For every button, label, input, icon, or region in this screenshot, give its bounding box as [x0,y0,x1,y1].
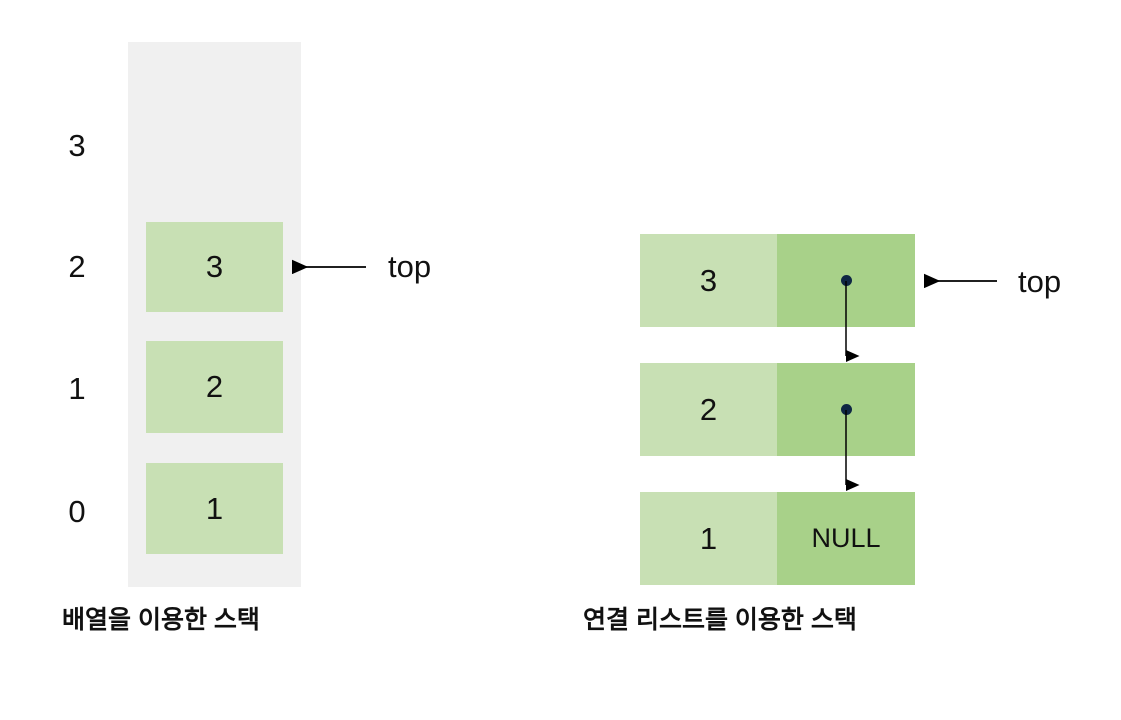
array-stack-caption: 배열을 이용한 스택 [62,606,260,634]
array-index-label-1: 1 [68,371,86,406]
array-cell-index-1: 2 [146,341,283,433]
node-next-field [777,234,915,327]
array-cell-index-2: 3 [146,222,283,312]
array-top-pointer-label: top [388,249,432,284]
linked-list-node-1: 3 [640,234,915,327]
array-index-label-0: 0 [68,494,86,529]
linked-list-top-pointer-label: top [1018,264,1062,299]
array-cell-index-0: 1 [146,463,283,554]
node-data-field: 3 [640,234,777,327]
array-index-label-3: 3 [68,128,86,163]
linked-list-node-3: 1 NULL [640,492,915,585]
pointer-dot-icon [840,275,852,286]
linked-list-node-2: 2 [640,363,915,456]
array-index-label-2: 2 [68,249,86,284]
node-data-field: 1 [640,492,777,585]
node-data-field: 2 [640,363,777,456]
linked-list-stack-caption: 연결 리스트를 이용한 스택 [583,606,857,634]
node-next-field [777,363,915,456]
pointer-dot-icon [840,404,852,415]
node-next-null-field: NULL [777,492,915,585]
